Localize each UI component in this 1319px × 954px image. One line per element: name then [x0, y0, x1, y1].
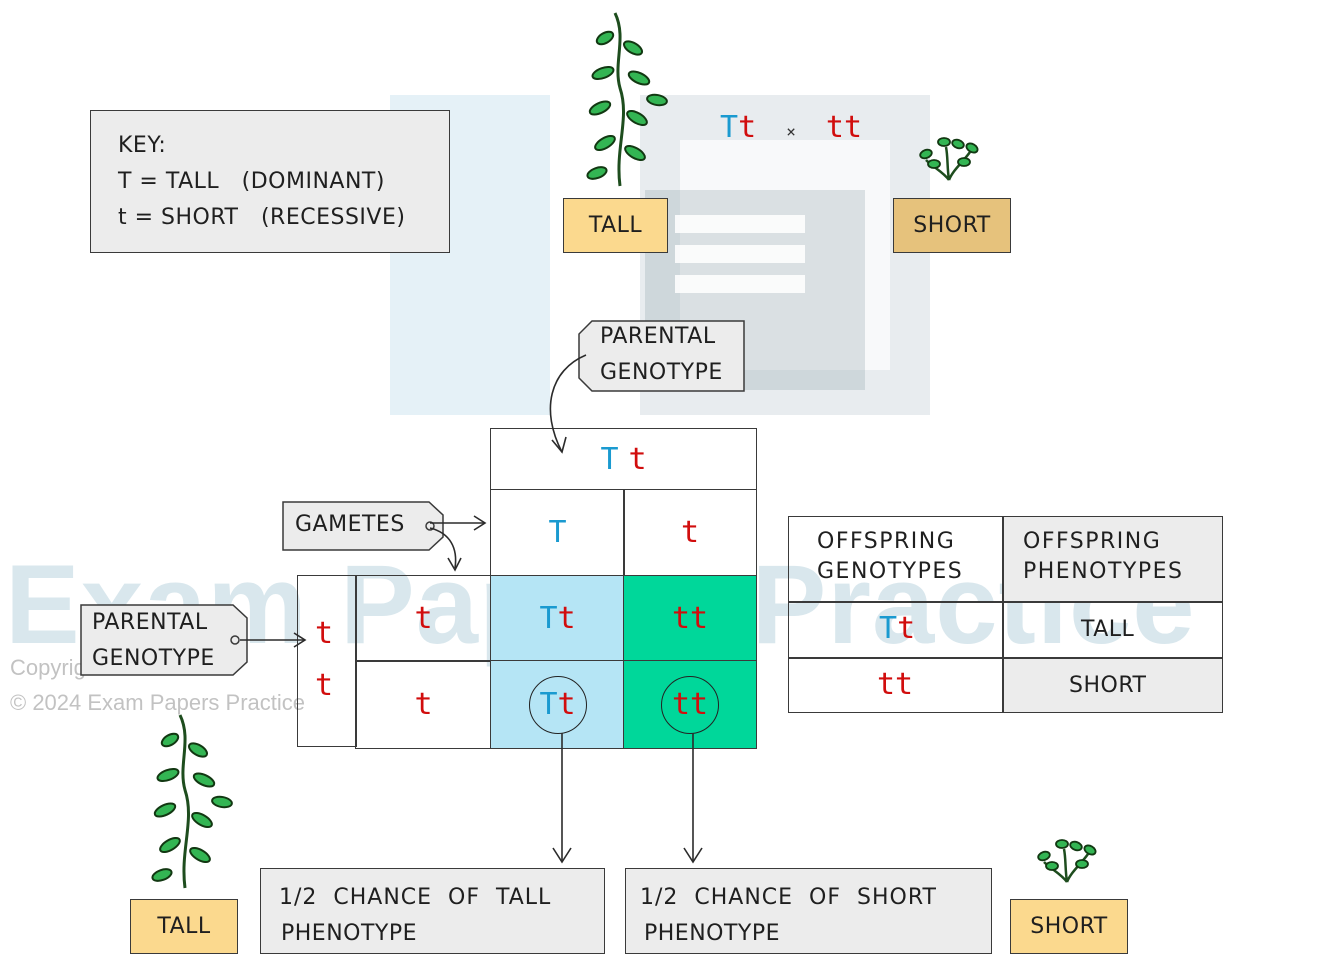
allele-t: t	[897, 611, 916, 646]
short-label-top: SHORT	[893, 198, 1011, 253]
offspring-table: OFFSPRING GENOTYPES OFFSPRING PHENOTYPES…	[788, 516, 1223, 713]
outcome-tall-line2: PHENOTYPE	[281, 921, 418, 946]
table-vline	[1002, 517, 1004, 712]
short-plant-icon	[919, 137, 979, 181]
tag-shape-parental-left	[80, 604, 248, 676]
allele-T: T	[539, 687, 558, 722]
punnett-cell-r1c2: tt	[623, 575, 757, 662]
watermark-copyright-line: © 2024 Exam Papers Practice	[10, 690, 306, 715]
parent2-genotype: tt	[825, 110, 863, 145]
key-line-recessive: t = SHORT (RECESSIVE)	[118, 205, 406, 230]
short-label-bottom: SHORT	[1010, 899, 1128, 954]
allele-T: T	[720, 110, 739, 145]
circle-highlight: tt	[661, 675, 719, 734]
allele-T: T	[539, 601, 558, 636]
table-row2-phenotype-bg	[1003, 657, 1222, 712]
outcome-short-box: 1/2 CHANCE OF SHORT PHENOTYPE	[625, 868, 992, 954]
top-parent-allele-1: T	[600, 441, 619, 477]
key-line-dominant: T = TALL (DOMINANT)	[118, 169, 385, 194]
parent1-genotype: Tt	[720, 110, 756, 145]
short-plant-bottom-icon	[1037, 839, 1097, 883]
tall-plant-icon	[586, 12, 668, 187]
header-phenotypes-line1: OFFSPRING	[1023, 529, 1162, 554]
parental-genotype-left-line2: GENOTYPE	[92, 646, 215, 671]
tall-label-top: TALL	[563, 198, 668, 253]
table-hline-2	[789, 657, 1222, 659]
outcome-short-line2: PHENOTYPE	[644, 921, 781, 946]
table-header-bg	[1003, 517, 1222, 601]
header-genotypes-line1: OFFSPRING	[817, 529, 956, 554]
header-genotypes-line2: GENOTYPES	[817, 559, 964, 584]
watermark-logo	[390, 95, 930, 415]
parental-genotype-top-line1: PARENTAL	[600, 324, 716, 349]
allele-t: t	[738, 110, 757, 145]
tag-shape-parental-top	[578, 320, 745, 392]
outcome-tall-box: 1/2 CHANCE OF TALL PHENOTYPE	[260, 868, 605, 954]
tall-label-bottom: TALL	[130, 899, 238, 954]
outcome-tall-line1: 1/2 CHANCE OF TALL	[279, 885, 552, 910]
punnett-cell-r2c2: tt	[623, 660, 757, 749]
parental-genotype-top-line2: GENOTYPE	[600, 360, 723, 385]
row1-genotype: Tt	[879, 611, 915, 646]
key-title: KEY:	[118, 133, 167, 158]
gametes-label: GAMETES	[295, 512, 405, 537]
tall-plant-bottom-icon	[151, 714, 233, 889]
key-box: KEY: T = TALL (DOMINANT) t = SHORT (RECE…	[90, 110, 450, 253]
tag-shape-gametes	[282, 501, 444, 551]
table-hline-1	[789, 601, 1222, 603]
cross-expression: Tt × tt	[720, 110, 862, 145]
top-parent-allele-2: t	[628, 441, 647, 477]
row2-genotype: tt	[877, 667, 914, 702]
row1-phenotype: TALL	[1081, 617, 1135, 642]
allele-t: t	[557, 687, 576, 722]
row2-phenotype: SHORT	[1069, 673, 1147, 698]
header-phenotypes-line2: PHENOTYPES	[1023, 559, 1184, 584]
allele-t: t	[557, 601, 576, 636]
left-parent-allele-2: t	[315, 668, 334, 703]
outcome-short-line1: 1/2 CHANCE OF SHORT	[640, 885, 937, 910]
left-parent-allele-1: t	[315, 616, 334, 651]
allele-T: T	[879, 611, 898, 646]
parental-genotype-left-line1: PARENTAL	[92, 610, 208, 635]
cross-symbol: ×	[786, 122, 796, 141]
